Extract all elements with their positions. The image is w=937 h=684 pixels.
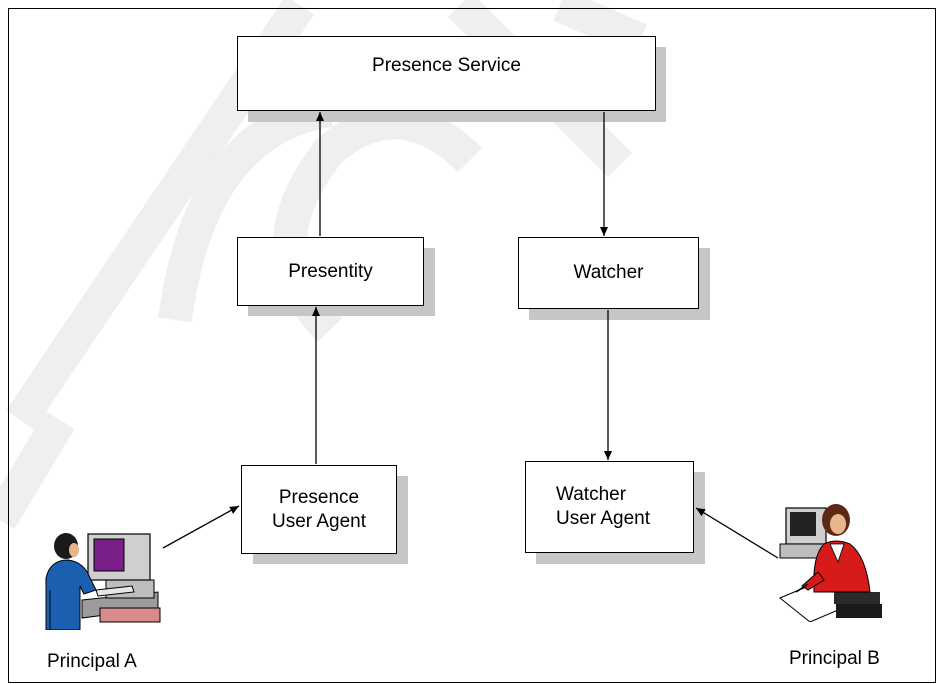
watcher-user-agent-box: Watcher User Agent — [525, 461, 694, 553]
principal-a-label: Principal A — [47, 651, 137, 672]
diagram-frame — [8, 8, 936, 683]
presence-service-box: Presence Service — [237, 36, 656, 111]
watcher-box: Watcher — [518, 237, 699, 309]
presence-user-agent-box: Presence User Agent — [241, 465, 397, 554]
watcher-user-agent-label-line2: User Agent — [556, 508, 650, 529]
presentity-box: Presentity — [237, 237, 424, 306]
watcher-user-agent-label-line1: Watcher — [556, 484, 627, 505]
presentity-label: Presentity — [288, 260, 373, 282]
watermark-stroke — [553, 0, 647, 56]
presence-user-agent-label-line2: User Agent — [272, 510, 366, 532]
principal-b-label: Principal B — [789, 648, 880, 669]
arrow-principal-a-to-user-agent — [162, 505, 240, 549]
watcher-label: Watcher — [573, 262, 644, 283]
watermark-stroke — [0, 411, 75, 529]
arrow-principal-b-to-watcher-user-agent — [695, 507, 779, 559]
principal-a-illustration — [45, 533, 161, 630]
principal-b-illustration — [779, 504, 882, 622]
presence-service-label: Presence Service — [372, 55, 521, 76]
presence-user-agent-label-line1: Presence — [278, 486, 360, 508]
